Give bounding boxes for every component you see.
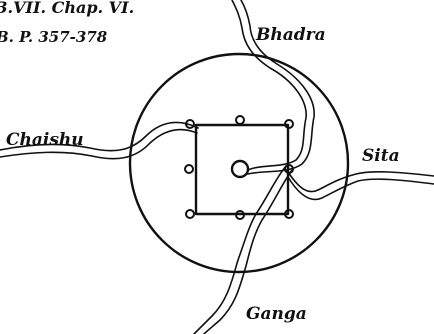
label-chaishu: Chaishu xyxy=(6,130,84,150)
square-markers xyxy=(185,116,293,219)
marker-left-mid xyxy=(185,165,193,173)
label-ganga: Ganga xyxy=(246,304,307,324)
center-circle xyxy=(232,161,248,177)
river-sita xyxy=(288,172,434,200)
label-bhadra: Bhadra xyxy=(255,25,326,45)
page-reference: B. P. 357-378 xyxy=(0,28,108,46)
label-sita: Sita xyxy=(362,146,400,166)
chapter-reference: B.VII. Chap. VI. xyxy=(0,0,134,17)
marker-bottom-left xyxy=(186,210,194,218)
marker-top-mid xyxy=(236,116,244,124)
outer-circle xyxy=(130,54,348,272)
